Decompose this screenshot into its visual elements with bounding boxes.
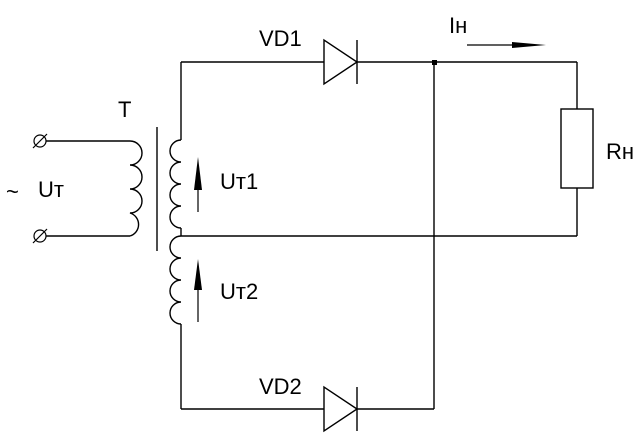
diode-vd1 (323, 38, 359, 86)
input-voltage-label: Uт (38, 177, 64, 202)
load-resistor-label: Rн (606, 139, 634, 164)
input-terminal-top (32, 133, 48, 149)
secondary-winding-upper (169, 139, 182, 229)
load-resistor (560, 108, 594, 189)
vd2-label: VD2 (259, 374, 302, 399)
u-t1-arrow (194, 157, 202, 212)
vd1-label: VD1 (259, 26, 302, 51)
transformer-label: T (118, 97, 131, 122)
load-current-label: Iн (449, 13, 467, 38)
primary-winding (129, 140, 143, 237)
secondary-winding-lower (169, 235, 182, 325)
ac-tilde-symbol: ~ (6, 179, 19, 204)
input-terminal-bottom (32, 228, 48, 244)
u-t2-label: Uт2 (220, 279, 258, 304)
load-current-arrow (467, 42, 546, 48)
junction-dot (432, 60, 437, 65)
u-t1-label: Uт1 (220, 169, 258, 194)
diode-vd2 (323, 385, 359, 433)
u-t2-arrow (194, 259, 202, 322)
